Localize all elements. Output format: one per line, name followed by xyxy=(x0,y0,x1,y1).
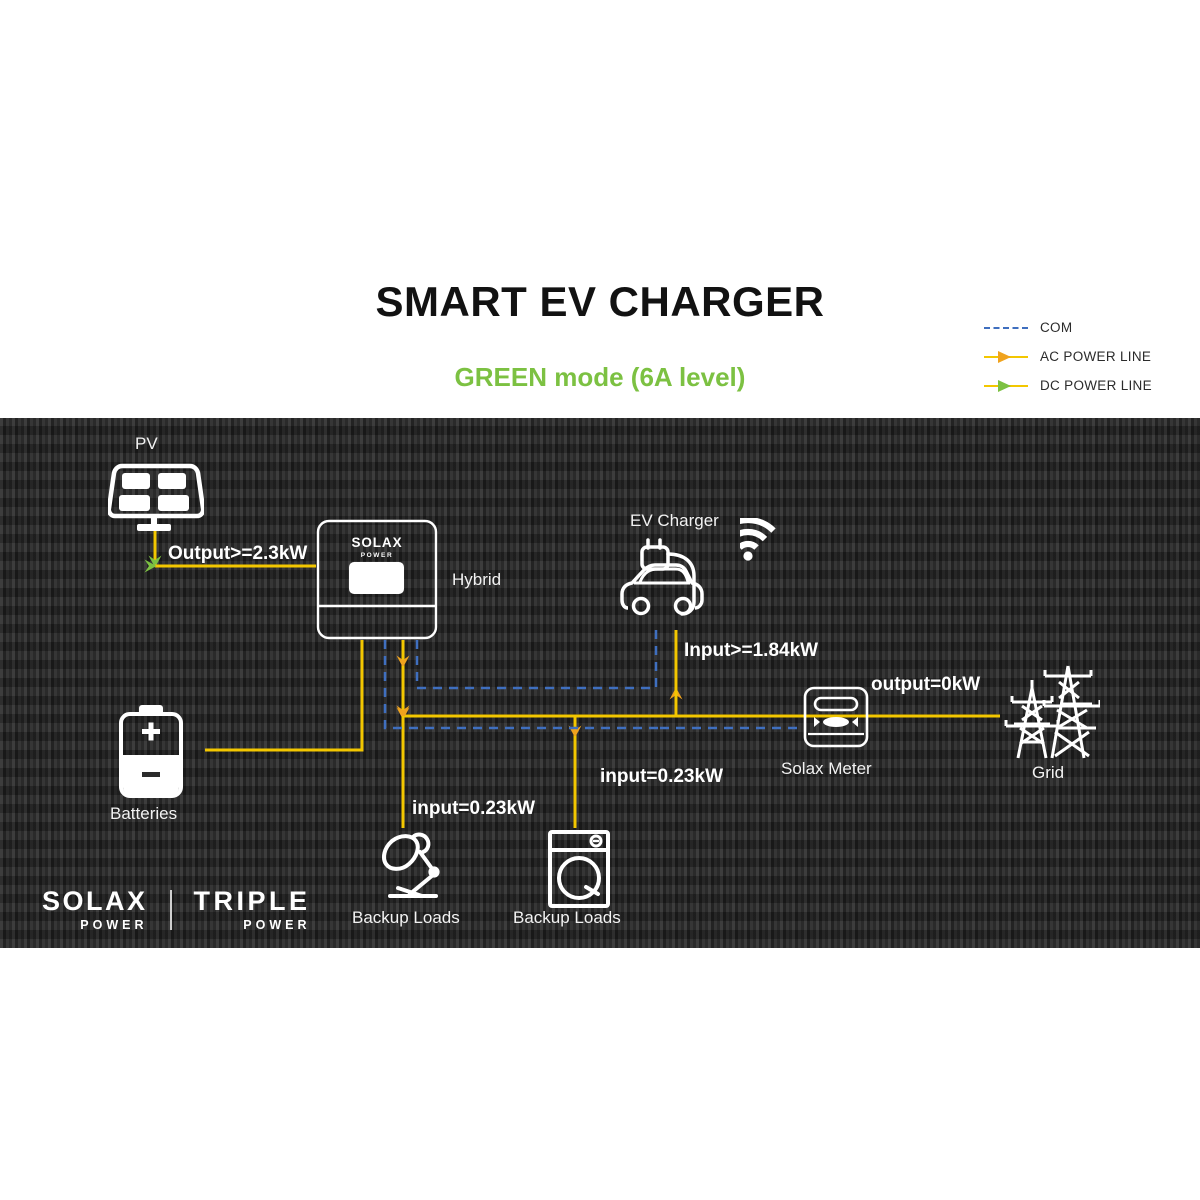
node-grid[interactable] xyxy=(1000,658,1102,768)
triple-wordmark: TRIPLE xyxy=(193,886,311,916)
legend-label-com: COM xyxy=(1040,320,1073,335)
wire-battery-to-inverter xyxy=(205,640,364,752)
flow-label-ev-input: Input>=1.84kW xyxy=(684,640,819,661)
page-subtitle: GREEN mode (6A level) xyxy=(454,362,746,392)
wifi-icon xyxy=(720,516,776,561)
legend-label-ac: AC POWER LINE xyxy=(1040,349,1152,364)
brand-divider xyxy=(169,889,172,930)
triple-tagline: POWER xyxy=(243,918,311,932)
legend: COM AC POWER LINE DC POWER LINE xyxy=(982,313,1197,400)
legend-item-com: COM xyxy=(982,313,1197,342)
energy-meter-icon xyxy=(803,686,869,748)
node-label-pv: PV xyxy=(135,434,158,453)
triple-power-logo: TRIPLE POWER xyxy=(194,888,311,932)
solax-tagline: POWER xyxy=(80,918,148,932)
node-solax-meter[interactable] xyxy=(803,686,869,753)
arrow-right-icon xyxy=(982,379,1030,393)
legend-item-dc-power-line: DC POWER LINE xyxy=(982,371,1197,400)
node-hybrid-inverter[interactable]: SOLAX POWER xyxy=(316,519,438,645)
node-backup-load-washer[interactable] xyxy=(548,830,610,913)
legend-label-dc: DC POWER LINE xyxy=(1040,378,1152,393)
brand-lockup: SOLAX POWER TRIPLE POWER xyxy=(42,888,311,932)
com-line-inverter-left xyxy=(383,640,660,730)
flow-label-washer-input: input=0.23kW xyxy=(600,766,723,787)
power-tower-icon xyxy=(1004,665,1102,759)
flow-label-pv-output: Output>=2.3kW xyxy=(168,543,308,564)
svg-text:SOLAX: SOLAX xyxy=(351,535,402,550)
flow-label-grid-output: output=0kW xyxy=(871,674,981,695)
node-label-grid: Grid xyxy=(1032,763,1065,782)
svg-text:POWER: POWER xyxy=(361,552,394,559)
system-diagram-panel: PV Output>=2.3kW SOLAX POWER Hybrid xyxy=(0,418,1200,948)
node-label-hybrid: Hybrid xyxy=(452,570,502,589)
node-batteries[interactable] xyxy=(112,703,190,804)
solax-wordmark: SOLAX xyxy=(42,886,148,916)
node-wifi xyxy=(720,516,788,567)
node-label-ev-charger: EV Charger xyxy=(630,511,719,530)
battery-icon xyxy=(119,705,183,798)
node-pv[interactable] xyxy=(106,460,206,543)
solax-logo: SOLAX POWER xyxy=(42,888,148,932)
wiring-layer xyxy=(144,528,1000,828)
node-label-solax-meter: Solax Meter xyxy=(781,759,872,778)
node-ev-charger[interactable] xyxy=(620,530,732,639)
legend-item-ac-power-line: AC POWER LINE xyxy=(982,342,1197,371)
node-label-load-lamp: Backup Loads xyxy=(352,908,460,927)
desk-lamp-icon xyxy=(382,832,440,898)
flow-label-lamp-input: input=0.23kW xyxy=(412,798,535,819)
hybrid-inverter-icon: SOLAX POWER xyxy=(316,519,438,640)
ev-charger-icon xyxy=(620,538,704,616)
com-line-inverter-to-ev-charger xyxy=(415,630,658,690)
wire-pv-to-inverter xyxy=(144,528,316,573)
washing-machine-icon xyxy=(548,830,610,908)
arrow-right-icon xyxy=(982,350,1030,364)
node-backup-load-lamp[interactable] xyxy=(376,830,458,911)
page-title: SMART EV CHARGER xyxy=(375,278,825,325)
dashed-line-icon xyxy=(982,321,1030,335)
node-label-load-washer: Backup Loads xyxy=(513,908,621,927)
node-label-batteries: Batteries xyxy=(110,804,178,823)
solar-panel-icon xyxy=(106,463,206,531)
